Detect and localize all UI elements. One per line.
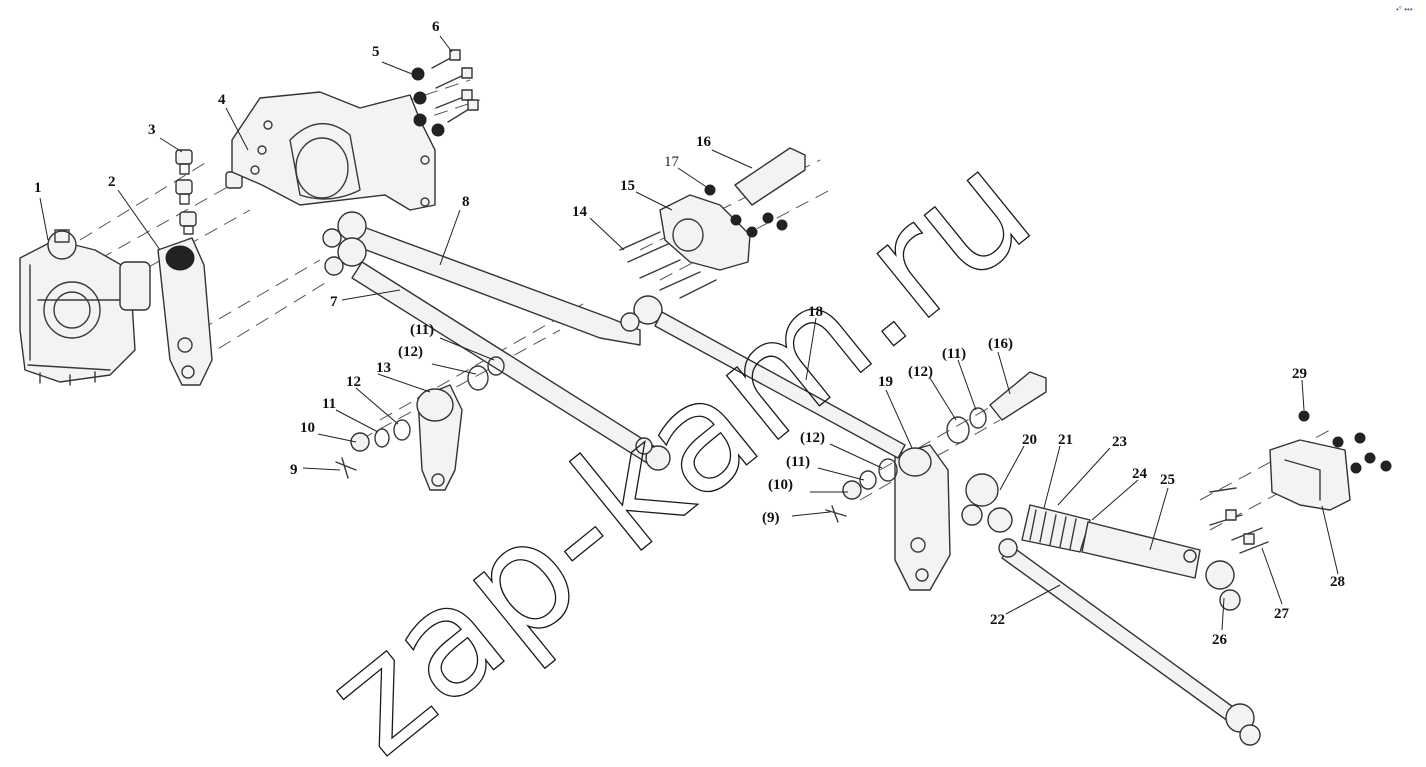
callout-4: 4: [218, 92, 226, 108]
callout-12-paren-right: (12): [908, 364, 933, 380]
callout-14: 14: [572, 204, 588, 220]
callout-19: 19: [878, 374, 893, 390]
steering-gear-box: [19, 229, 151, 386]
callout-27: 27: [1274, 606, 1290, 622]
callout-29: 29: [1292, 366, 1307, 382]
center-bracket: [619, 147, 806, 299]
callout-11-paren-top: (11): [410, 322, 434, 338]
leader-lines: [39, 35, 1339, 631]
callout-10-paren: (10): [768, 477, 793, 493]
callout-5: 5: [372, 44, 380, 60]
top-bolts-and-nuts: [411, 49, 479, 137]
callout-18: 18: [808, 304, 823, 320]
callout-25: 25: [1160, 472, 1175, 488]
lever-bushings: [825, 371, 1047, 523]
callout-22: 22: [990, 612, 1005, 628]
callout-11: 11: [322, 396, 336, 412]
callout-2: 2: [108, 174, 116, 190]
mounting-bolts-3: [175, 149, 243, 235]
callout-3: 3: [148, 122, 156, 138]
callout-1: 1: [34, 180, 42, 196]
callout-24: 24: [1132, 466, 1148, 482]
callout-26: 26: [1212, 632, 1228, 648]
pitman-arm: [157, 237, 213, 386]
callout-9-paren: (9): [762, 510, 780, 526]
callout-12-paren-mid: (12): [800, 430, 825, 446]
callout-8: 8: [462, 194, 470, 210]
right-bracket: [1209, 410, 1392, 554]
intermediate-lever: [894, 444, 951, 591]
callout-28: 28: [1330, 574, 1345, 590]
callout-20: 20: [1022, 432, 1037, 448]
callout-labels: 1 2 3 4 5 6 7 8 9 10 11 12 13 14 15 16 1…: [34, 19, 1345, 648]
callout-21: 21: [1058, 432, 1073, 448]
callout-12-paren-top: (12): [398, 344, 423, 360]
callout-11-paren-mid: (11): [786, 454, 810, 470]
callout-13: 13: [376, 360, 391, 376]
tie-rod: [998, 538, 1261, 746]
callout-23: 23: [1112, 434, 1127, 450]
relay-rod: [324, 237, 671, 471]
steering-bracket: [231, 91, 436, 211]
idler-arm: [335, 356, 505, 491]
corner-mark: •° •••: [1396, 5, 1413, 14]
callout-15: 15: [620, 178, 635, 194]
callout-16-paren: (16): [988, 336, 1013, 352]
callout-7: 7: [330, 294, 338, 310]
callout-6: 6: [432, 19, 440, 35]
drag-link: [322, 211, 663, 346]
callout-11-paren-right: (11): [942, 346, 966, 362]
callout-16: 16: [696, 134, 712, 150]
link-rod-18: [654, 311, 906, 459]
callout-17: 17: [664, 154, 680, 170]
callout-10: 10: [300, 420, 315, 436]
callout-9: 9: [290, 462, 298, 478]
power-cylinder: [961, 473, 1241, 611]
callout-12: 12: [346, 374, 361, 390]
